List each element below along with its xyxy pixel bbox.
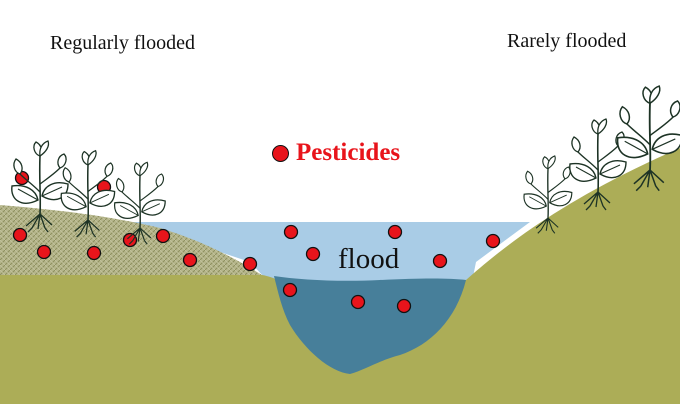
rarely-flooded-label: Rarely flooded bbox=[507, 30, 627, 52]
pesticide-dot bbox=[182, 252, 198, 268]
pesticide-dot bbox=[36, 244, 52, 260]
pesticide-dot bbox=[86, 245, 102, 261]
pesticide-dot bbox=[12, 227, 28, 243]
pesticide-dot bbox=[432, 253, 448, 269]
pesticide-dot bbox=[305, 246, 321, 262]
channel-water bbox=[274, 276, 466, 374]
pesticide-dot bbox=[387, 224, 403, 240]
pesticide-dots bbox=[12, 170, 501, 314]
pesticide-dot bbox=[122, 232, 138, 248]
pesticide-dot bbox=[272, 144, 289, 162]
pesticide-dot bbox=[155, 228, 171, 244]
pesticide-dot bbox=[282, 282, 298, 298]
regularly-flooded-label: Regularly flooded bbox=[50, 32, 195, 54]
flood-label: flood bbox=[338, 243, 400, 275]
pesticide-dot bbox=[350, 294, 366, 310]
pesticides-label: Pesticides bbox=[296, 139, 401, 166]
pesticide-dot bbox=[396, 298, 412, 314]
pesticides-legend: Pesticides bbox=[272, 139, 400, 167]
ground bbox=[0, 148, 680, 404]
pesticide-dot bbox=[283, 224, 299, 240]
pesticide-dot bbox=[242, 256, 258, 272]
flood-water bbox=[130, 222, 530, 292]
pesticide-dot bbox=[485, 233, 501, 249]
